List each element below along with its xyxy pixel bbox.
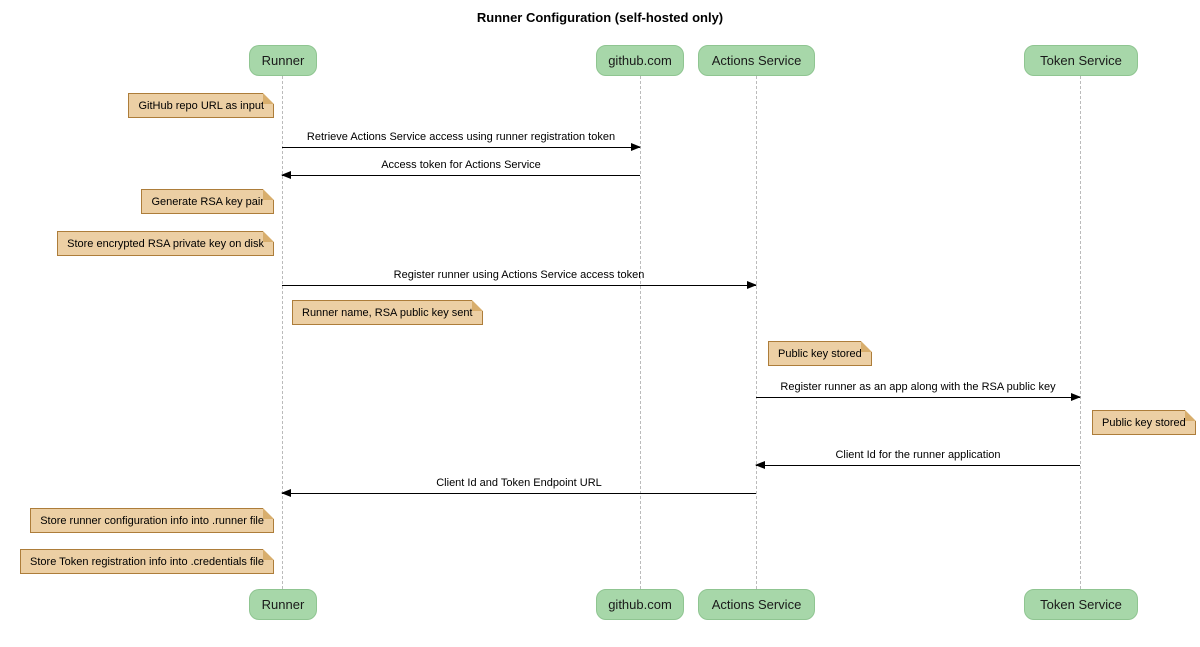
- lifeline-github: [640, 76, 641, 589]
- note-label: Store Token registration info into .cred…: [30, 556, 264, 568]
- participant-github-top: github.com: [596, 45, 684, 76]
- lifeline-token-service: [1080, 76, 1081, 589]
- message-1-arrow: [282, 143, 641, 151]
- participant-token-service-bottom: Token Service: [1024, 589, 1138, 620]
- note-github-repo-url: GitHub repo URL as input: [128, 93, 274, 118]
- note-fold-corner-icon: [1184, 410, 1196, 421]
- note-fold-corner-icon: [471, 300, 483, 311]
- note-runner-name-rsa-public-key: Runner name, RSA public key sent: [292, 300, 483, 325]
- note-public-key-stored-actions: Public key stored: [768, 341, 872, 366]
- lifeline-runner: [282, 76, 283, 589]
- message-2-arrow: [281, 171, 640, 179]
- participant-actions-service-bottom: Actions Service: [698, 589, 815, 620]
- note-fold-corner-icon: [263, 189, 274, 200]
- note-label: GitHub repo URL as input: [138, 100, 264, 112]
- note-label: Runner name, RSA public key sent: [302, 307, 473, 319]
- participant-actions-service-top: Actions Service: [698, 45, 815, 76]
- note-label: Public key stored: [778, 348, 862, 360]
- note-fold-corner-icon: [263, 508, 274, 519]
- note-label: Generate RSA key pair: [151, 196, 264, 208]
- note-fold-corner-icon: [263, 231, 274, 242]
- participant-runner-top: Runner: [249, 45, 317, 76]
- note-label: Public key stored: [1102, 417, 1186, 429]
- message-2-label: Access token for Actions Service: [381, 159, 541, 171]
- note-store-encrypted-rsa-private-key: Store encrypted RSA private key on disk: [57, 231, 274, 256]
- message-5-arrow: [755, 461, 1080, 469]
- message-4-arrow: [756, 393, 1081, 401]
- lifeline-actions-service: [756, 76, 757, 589]
- note-public-key-stored-token: Public key stored: [1092, 410, 1196, 435]
- message-5-label: Client Id for the runner application: [835, 449, 1001, 461]
- message-6-label: Client Id and Token Endpoint URL: [436, 477, 602, 489]
- note-store-runner-configuration: Store runner configuration info into .ru…: [30, 508, 274, 533]
- message-3-arrow: [282, 281, 757, 289]
- note-label: Store encrypted RSA private key on disk: [67, 238, 264, 250]
- note-label: Store runner configuration info into .ru…: [40, 515, 264, 527]
- note-fold-corner-icon: [263, 93, 274, 104]
- message-4-label: Register runner as an app along with the…: [780, 381, 1056, 393]
- note-fold-corner-icon: [860, 341, 872, 352]
- message-6-arrow: [281, 489, 756, 497]
- message-3-label: Register runner using Actions Service ac…: [393, 269, 645, 281]
- note-fold-corner-icon: [263, 549, 274, 560]
- note-generate-rsa-key-pair: Generate RSA key pair: [141, 189, 274, 214]
- diagram-title: Runner Configuration (self-hosted only): [476, 10, 724, 25]
- participant-runner-bottom: Runner: [249, 589, 317, 620]
- participant-token-service-top: Token Service: [1024, 45, 1138, 76]
- message-1-label: Retrieve Actions Service access using ru…: [306, 131, 616, 143]
- note-store-token-registration: Store Token registration info into .cred…: [20, 549, 274, 574]
- participant-github-bottom: github.com: [596, 589, 684, 620]
